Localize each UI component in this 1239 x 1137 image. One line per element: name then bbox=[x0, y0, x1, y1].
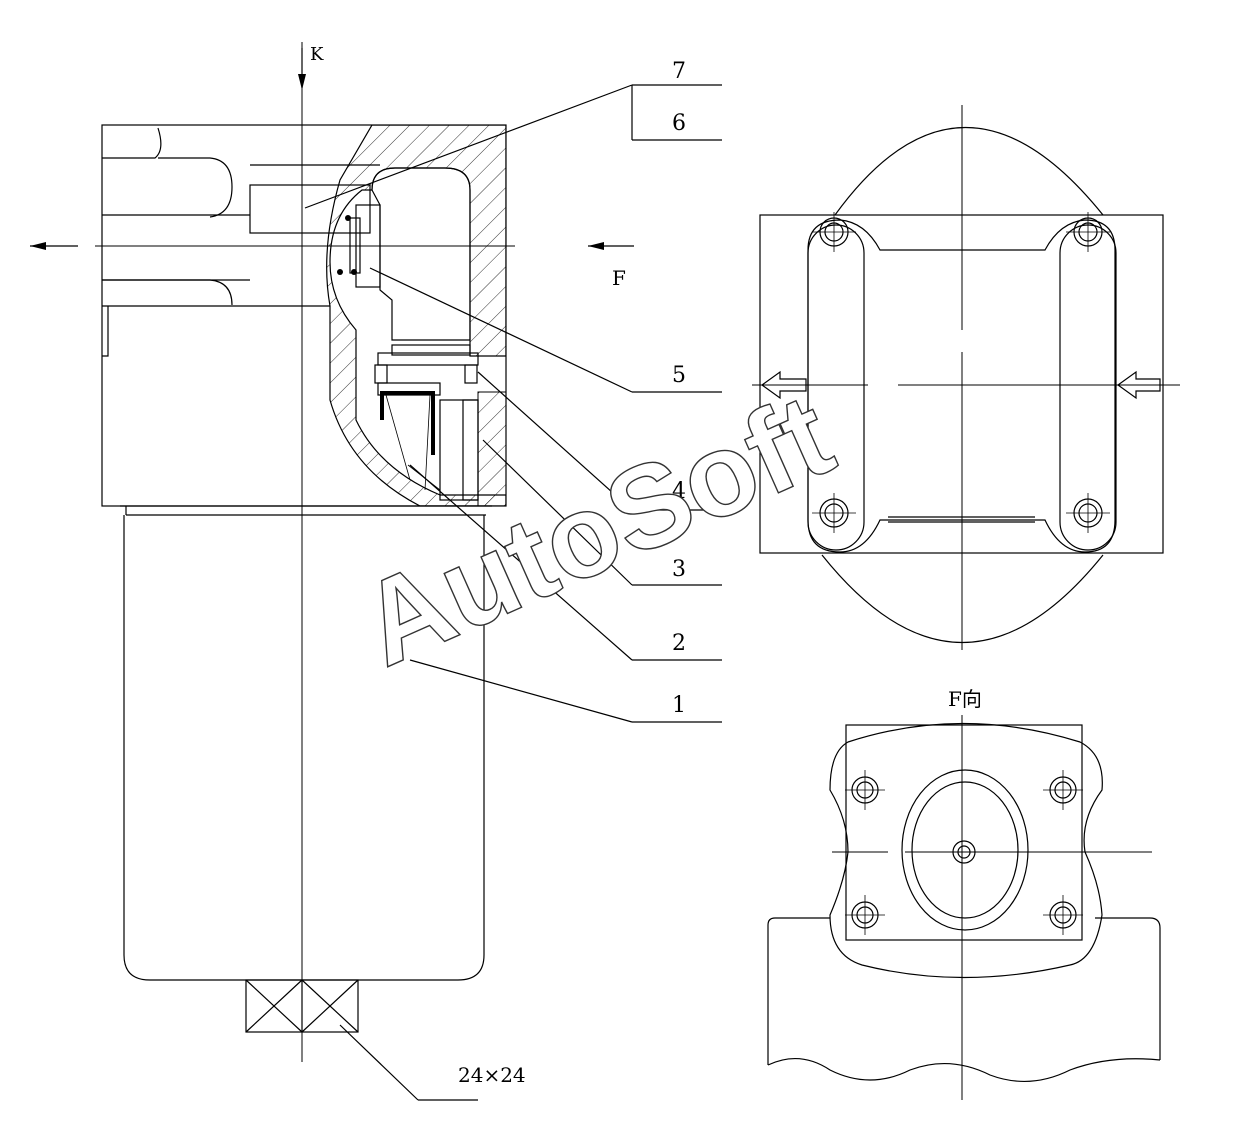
label-k: K bbox=[310, 44, 324, 65]
watermark-logo: AutoSoft bbox=[342, 369, 851, 692]
f-view-title: F向 bbox=[948, 687, 982, 711]
hex-size-label: 24×24 bbox=[458, 1063, 526, 1087]
section-view: K F 7 6 5 4 3 2 1 24×24 bbox=[30, 42, 722, 1101]
part-number-1: 1 bbox=[672, 693, 686, 718]
f-view: F向 bbox=[767, 687, 1161, 1100]
label-f: F bbox=[612, 266, 626, 290]
flow-out-arrow bbox=[760, 370, 807, 400]
part-number-7: 7 bbox=[672, 59, 686, 84]
part-number-5: 5 bbox=[672, 363, 686, 388]
part-number-4: 4 bbox=[672, 479, 686, 504]
part-number-2: 2 bbox=[672, 631, 686, 656]
part-number-3: 3 bbox=[672, 557, 686, 582]
top-view bbox=[752, 105, 1180, 650]
flow-in-arrow bbox=[1116, 370, 1161, 400]
part-number-6: 6 bbox=[672, 111, 686, 136]
filter-head bbox=[101, 124, 507, 507]
leader-lines bbox=[304, 84, 722, 723]
